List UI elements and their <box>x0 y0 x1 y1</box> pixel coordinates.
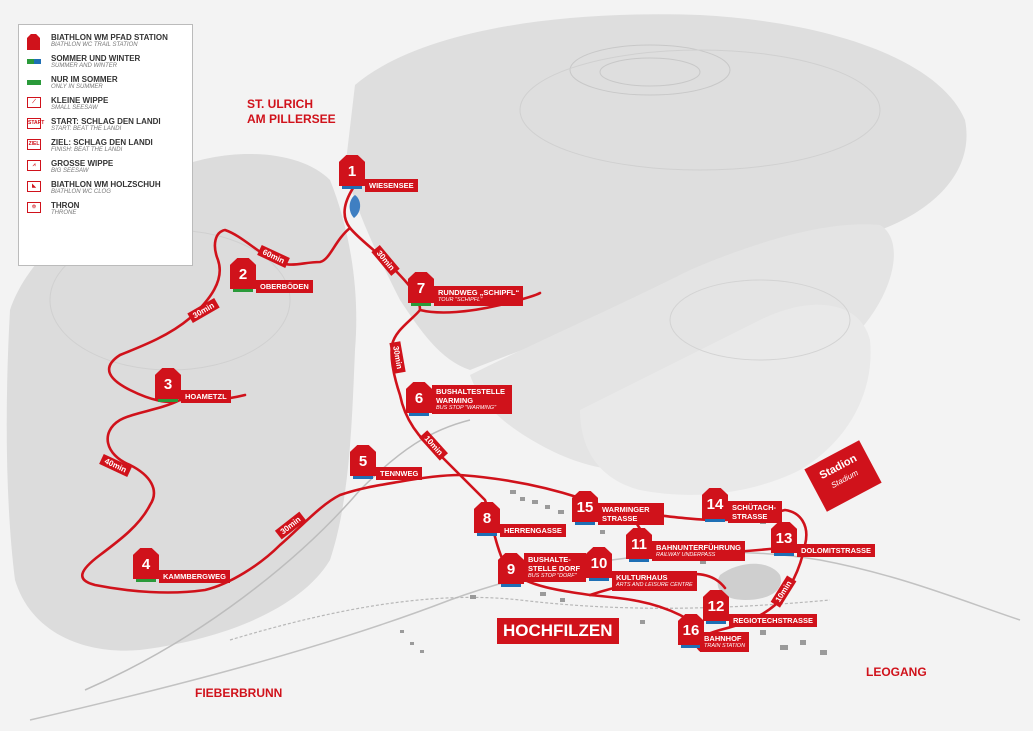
summer-winter-bar-icon <box>477 533 497 536</box>
station-number: 14 <box>702 488 728 519</box>
station-number: 10 <box>586 547 612 578</box>
summer-only-bar-icon <box>233 289 253 292</box>
summer-only-bar-icon <box>411 303 431 306</box>
station-number: 5 <box>350 445 376 476</box>
summer-winter-bar-icon <box>353 476 373 479</box>
station-label: HERRENGASSE <box>500 524 566 537</box>
finish-icon: ZIEL <box>27 139 41 150</box>
ridge-east <box>470 224 894 471</box>
summer-winter-bar-icon <box>706 621 726 624</box>
mountain-north <box>345 14 967 371</box>
throne-icon: ♔ <box>27 202 41 213</box>
station-label: REGIOTECHSTRASSE <box>729 614 818 627</box>
station-number: 13 <box>771 522 797 553</box>
station-label: KAMMBERGWEG <box>159 570 230 583</box>
station-number: 6 <box>406 382 432 413</box>
summer-winter-bar-icon <box>681 645 701 648</box>
station-number: 4 <box>133 548 159 579</box>
station-number: 16 <box>678 614 704 645</box>
summer-winter-bar-icon <box>589 578 609 581</box>
station-icon <box>27 34 40 50</box>
wiesensee-lake <box>349 195 361 218</box>
station-label: WARMINGER STRASSE <box>598 503 664 525</box>
place-hochfilzen: HOCHFILZEN <box>497 618 619 644</box>
summer-winter-bar-icon <box>774 553 794 556</box>
summer-winter-bar-icon <box>501 584 521 587</box>
summer-only-bar-icon <box>136 579 156 582</box>
station-number: 1 <box>339 155 365 186</box>
railway <box>229 596 831 641</box>
summer-winter-bar-icon <box>705 519 725 522</box>
station-number: 11 <box>626 528 652 559</box>
station-number: 3 <box>155 368 181 399</box>
summer-winter-bar-icon <box>629 559 649 562</box>
summer-winter-bar-icon <box>409 413 429 416</box>
station-label: HOAMETZL <box>181 390 231 403</box>
place-fieberbrunn: FIEBERBRUNN <box>195 686 283 700</box>
stadium-area <box>717 563 781 600</box>
clog-icon: ◣ <box>27 181 41 192</box>
ridge-southeast <box>580 304 871 495</box>
station-number: 12 <box>703 590 729 621</box>
station-number: 9 <box>498 553 524 584</box>
start-icon: START <box>27 118 44 129</box>
summer-only-bar-icon <box>27 80 41 85</box>
summer-winter-bar-icon <box>27 59 41 64</box>
summer-winter-bar-icon <box>342 186 362 189</box>
station-label: SCHÜTACH-STRASSE <box>728 501 782 523</box>
station-label: TENNWEG <box>376 467 423 480</box>
station-label: DOLOMITSTRASSE <box>797 544 876 557</box>
small-seesaw-icon: ⟋ <box>27 97 41 108</box>
station-number: 2 <box>230 258 256 289</box>
station-label: WIESENSEE <box>365 179 418 192</box>
station-label: OBERBÖDEN <box>256 280 313 293</box>
big-seesaw-icon: ⩘ <box>27 160 41 171</box>
place-leogang: LEOGANG <box>866 665 927 679</box>
summer-only-bar-icon <box>158 399 178 402</box>
station-number: 15 <box>572 491 598 522</box>
station-number: 8 <box>474 502 500 533</box>
station-label: RUNDWEG „SCHIPFL“TOUR "SCHIPFL" <box>434 286 524 306</box>
summer-winter-bar-icon <box>575 522 595 525</box>
station-number: 7 <box>408 272 434 303</box>
